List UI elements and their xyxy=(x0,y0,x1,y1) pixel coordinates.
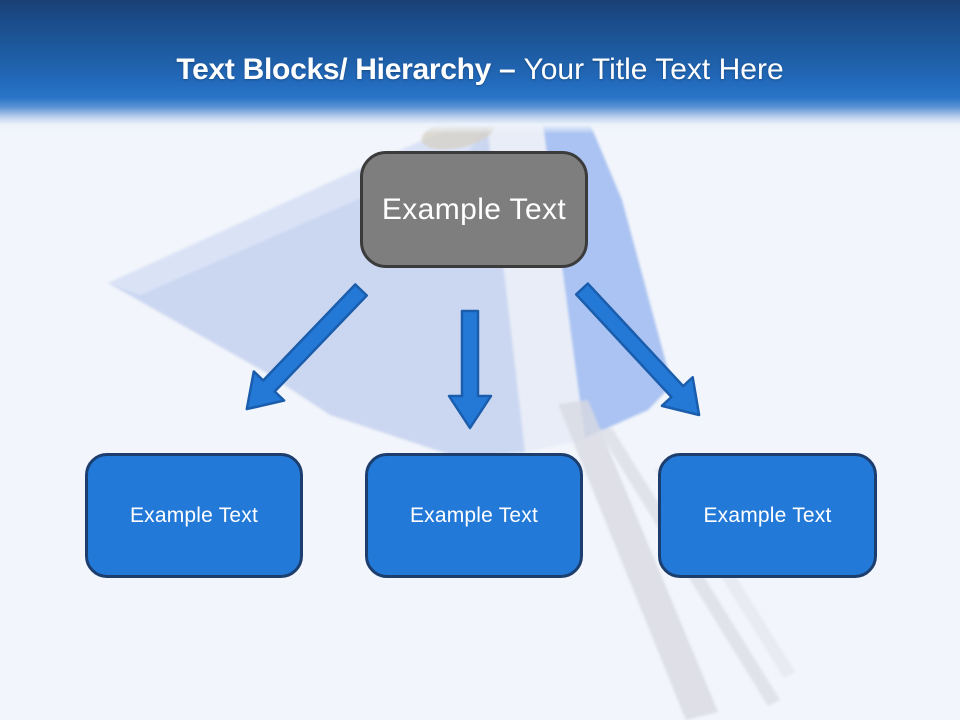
title-placeholder-text: Your Title Text Here xyxy=(523,53,784,86)
child-node-2-label: Example Text xyxy=(409,503,539,527)
child-node-3-label: Example Text xyxy=(703,503,832,527)
down-arrow[interactable] xyxy=(447,309,493,430)
child-node-2[interactable]: Example Text xyxy=(365,453,583,578)
slide-title[interactable]: Text Blocks/ Hierarchy – Your Title Text… xyxy=(0,52,960,88)
down-left-arrow[interactable] xyxy=(232,275,377,423)
slide-header: Text Blocks/ Hierarchy – Your Title Text… xyxy=(0,0,960,134)
child-node-1-label: Example Text xyxy=(129,503,259,527)
down-right-arrow[interactable] xyxy=(567,275,715,430)
child-node-3[interactable]: Example Text xyxy=(658,453,877,578)
child-node-1[interactable]: Example Text xyxy=(85,453,303,578)
title-separator: – xyxy=(491,53,524,86)
pin-leg-wide-shape xyxy=(558,400,718,720)
root-node-label: Example Text xyxy=(381,192,567,226)
root-node[interactable]: Example Text xyxy=(360,151,588,268)
title-topic-text: Text Blocks/ Hierarchy xyxy=(176,53,492,86)
